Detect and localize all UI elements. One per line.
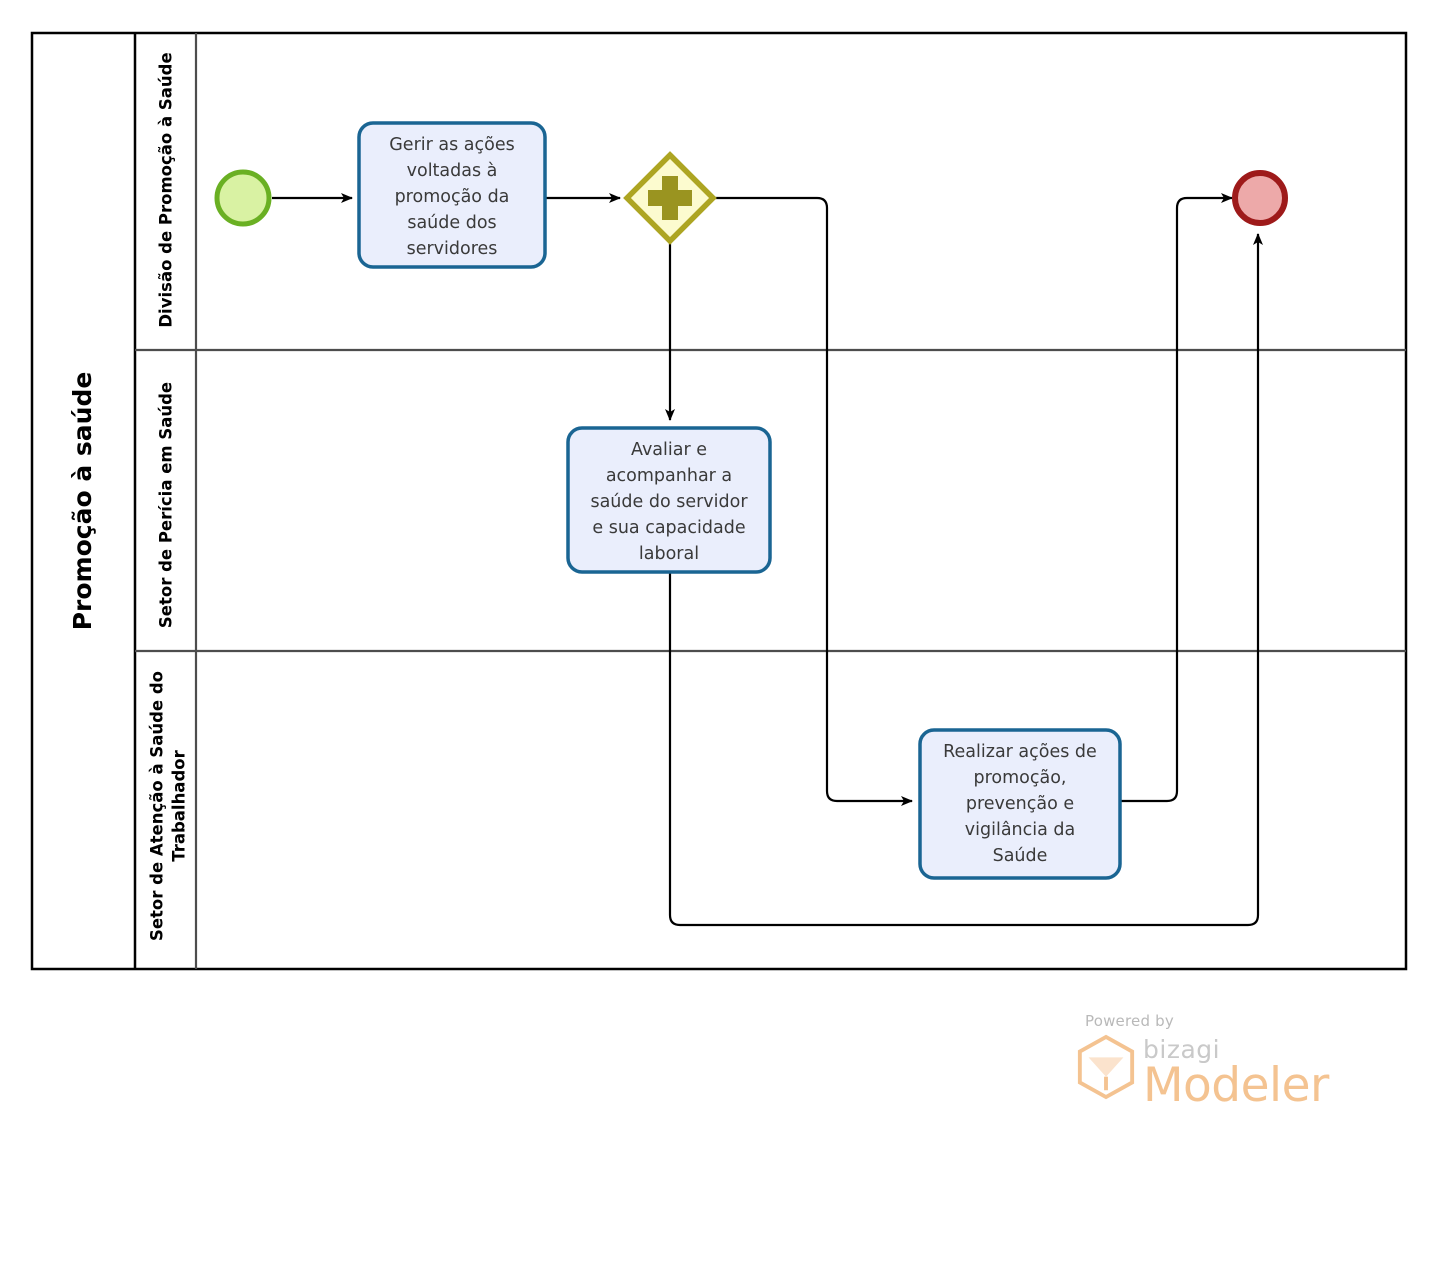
- task1-label-line3: promoção da: [395, 187, 510, 207]
- task3-label-line4: vigilância da: [965, 820, 1075, 840]
- lane-divisao-de-promocao-a-saude[interactable]: Divisão de Promoção à Saúde: [157, 52, 176, 327]
- powered-by-label: Powered by: [1085, 1012, 1174, 1030]
- bizagi-branding: Powered by bizagi Modeler: [1075, 1012, 1355, 1112]
- task1-shape: [357, 121, 547, 269]
- task3-shape: [918, 728, 1122, 880]
- lane-container: Divisão de Promoção à Saúde Setor de Per…: [135, 33, 1406, 969]
- task-avaliar-e-acompanhar[interactable]: Avaliar e acompanhar a saúde do servidor…: [566, 426, 772, 574]
- end-event-circle: [1232, 170, 1288, 226]
- bizagi-hex-logo-icon: [1077, 1034, 1135, 1100]
- lane-label-3-line2: Trabalhador: [170, 749, 189, 861]
- task3-label-line5: Saúde: [993, 846, 1048, 866]
- task2-label-line3: saúde do servidor: [590, 492, 748, 512]
- task3-label-line2: promoção,: [974, 768, 1067, 788]
- task3-label-line1: Realizar ações de: [943, 742, 1097, 762]
- task2-label-line5: laboral: [639, 544, 699, 564]
- modeler-wordmark: Modeler: [1143, 1057, 1329, 1113]
- sequence-flows: [272, 193, 1263, 927]
- task-realizar-acoes-de-promocao[interactable]: Realizar ações de promoção, prevenção e …: [918, 728, 1122, 880]
- flow-gateway-to-task3[interactable]: [714, 196, 913, 806]
- task3-label-line3: prevenção e: [966, 794, 1074, 814]
- task1-label-line1: Gerir as ações: [389, 135, 514, 155]
- flow-task2-to-end[interactable]: [668, 233, 1263, 927]
- start-event[interactable]: [214, 169, 272, 227]
- task2-label-line2: acompanhar a: [606, 466, 732, 486]
- lane-label-2: Setor de Perícia em Saúde: [157, 382, 176, 628]
- task1-label-line2: voltadas à: [407, 161, 498, 181]
- task2-label-line1: Avaliar e: [631, 440, 707, 460]
- flow-task3-to-end[interactable]: [1120, 193, 1233, 803]
- task2-shape: [566, 426, 772, 574]
- task1-label-line4: saúde dos: [407, 213, 496, 233]
- task2-label-line4: e sua capacidade: [592, 518, 745, 538]
- task1-label-line5: servidores: [407, 239, 498, 259]
- end-event[interactable]: [1232, 170, 1288, 226]
- lane-setor-de-pericia-em-saude[interactable]: Setor de Perícia em Saúde: [157, 382, 176, 628]
- lane-label-3-line1: Setor de Atenção à Saúde do: [148, 671, 167, 941]
- bizagi-wordmark: bizagi: [1143, 1035, 1221, 1064]
- parallel-gateway[interactable]: [623, 151, 717, 245]
- start-event-circle: [214, 169, 272, 227]
- task-gerir-as-acoes[interactable]: Gerir as ações voltadas à promoção da sa…: [357, 121, 547, 269]
- pool-title: Promoção à saúde: [68, 372, 97, 631]
- plus-icon: [648, 176, 692, 220]
- lane-setor-de-atencao-a-saude-do-trabalhador[interactable]: Setor de Atenção à Saúde do Trabalhador: [148, 671, 189, 941]
- lane-label-1: Divisão de Promoção à Saúde: [157, 52, 176, 327]
